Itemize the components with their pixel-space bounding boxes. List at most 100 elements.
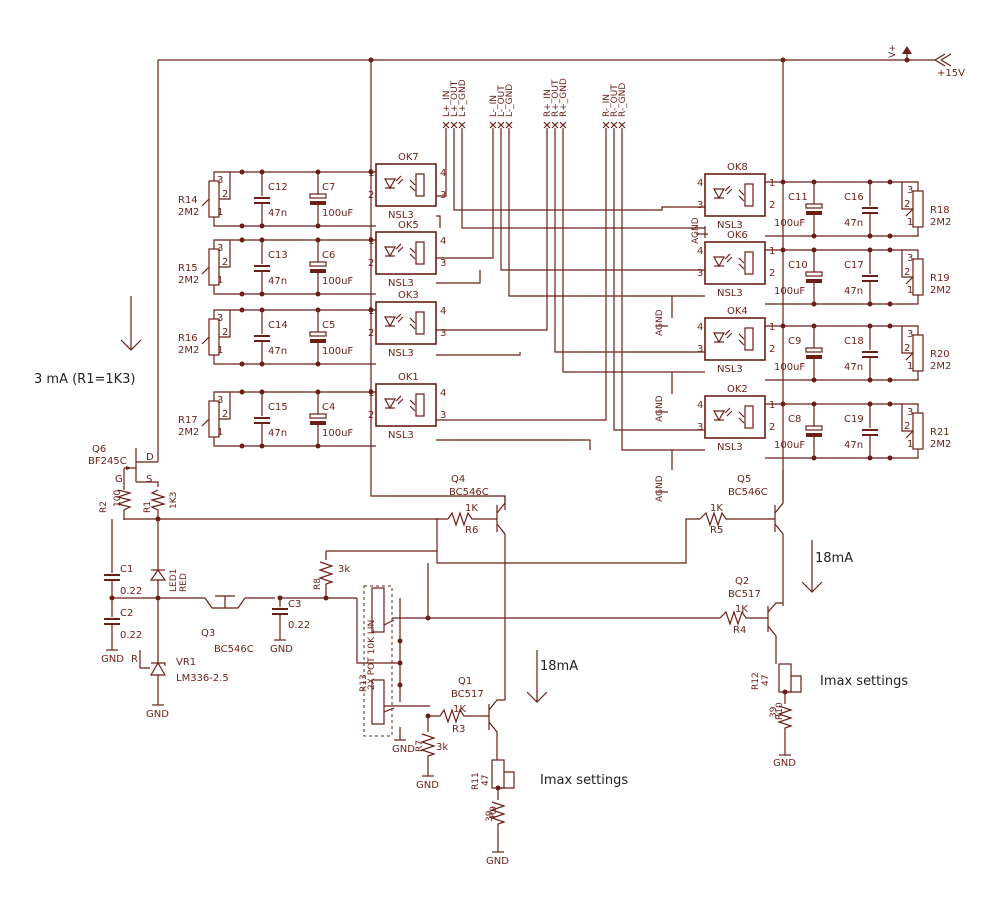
opto-type: NSL3 (388, 210, 414, 221)
cap-name: C16 (844, 192, 864, 203)
connector-label: L-_IN (489, 95, 499, 117)
pin: 3 (697, 344, 703, 355)
vr1-label: VR1 (176, 657, 196, 668)
imax-settings-left: Imax settings (540, 773, 628, 788)
pin: 3 (440, 328, 446, 339)
pin: 1 (907, 361, 913, 372)
q6-type: BF245C (88, 456, 127, 467)
led1-label: LED1 (169, 569, 179, 592)
pot-name: R16 (178, 333, 198, 344)
r13-dual-pot (356, 563, 720, 741)
r8-label: R8 (313, 578, 323, 590)
cap-name: C9 (788, 336, 801, 347)
cap-value: 47n (844, 362, 863, 373)
r12-value: 47 (761, 675, 771, 686)
pin: 3 (907, 329, 913, 340)
r10-value: 39 (769, 706, 779, 718)
cap-value: 100uF (774, 286, 805, 297)
agnd-label-1: AGND (691, 217, 708, 244)
opto-name: OK1 (398, 372, 419, 383)
cap-value: 47n (844, 218, 863, 229)
opto-name: OK7 (398, 152, 419, 163)
pin: 2 (769, 200, 775, 211)
pin: 4 (440, 236, 446, 247)
pot-value: 2M2 (178, 427, 199, 438)
q1-section (420, 699, 515, 853)
pin: 4 (440, 168, 446, 179)
cap-value: 100uF (774, 440, 805, 451)
pot-name: R19 (930, 273, 950, 284)
led-icon (712, 256, 726, 268)
current-18ma-right: 18mA (815, 551, 853, 566)
pin: 1 (217, 207, 223, 218)
pin: 4 (697, 246, 703, 257)
opto-body (704, 173, 766, 217)
opto-body (375, 163, 437, 207)
r1-value: 1K3 (169, 492, 179, 509)
q6-jfet (123, 448, 158, 482)
pot-name: R15 (178, 263, 198, 274)
opto-type: NSL3 (717, 364, 743, 375)
pin: 1 (769, 178, 775, 189)
q2-label: Q2 (735, 576, 749, 587)
cap-name: C6 (322, 250, 335, 261)
led-icon (383, 398, 397, 410)
opto-body (704, 241, 766, 285)
pin: 3 (217, 313, 223, 324)
right-opto-bank: R182M2321C1647nC11100uFOK8NSL34312R192M2… (655, 162, 951, 502)
electrolytic-icon (805, 203, 823, 209)
trimpot-body (912, 190, 924, 228)
pot-name: R14 (178, 195, 198, 206)
pin: 4 (697, 400, 703, 411)
trimpot-body (912, 412, 924, 450)
connector-label: R+_OUT (551, 79, 561, 117)
r11-label: R11 (471, 772, 481, 790)
agnd-label-2: AGND (655, 309, 668, 336)
pin: 3 (907, 407, 913, 418)
pin: 4 (697, 322, 703, 333)
electrolytic-icon (805, 271, 823, 277)
r10-label: R10 (775, 702, 785, 720)
q5-type: BC546C (728, 487, 768, 498)
r11-value: 47 (481, 775, 491, 786)
q1-label: Q1 (458, 676, 472, 687)
q2-type: BC517 (728, 589, 761, 600)
r9-gnd: GND (486, 856, 509, 867)
opto-name: OK5 (398, 220, 419, 231)
pot-value: 2M2 (178, 275, 199, 286)
r7-value: 3k (436, 742, 448, 753)
q4-type: BC546C (449, 487, 489, 498)
pin: 1 (368, 168, 374, 179)
power-rail (157, 46, 952, 500)
opto-name: OK6 (727, 230, 748, 241)
opto-type: NSL3 (388, 430, 414, 441)
ldr-icon (415, 241, 425, 265)
cap-name: C13 (268, 250, 288, 261)
ldr-icon (744, 327, 754, 351)
cap-value: 100uF (774, 218, 805, 229)
pot-name: R18 (930, 205, 950, 216)
current-arrows (120, 296, 823, 703)
signal-wires (436, 128, 706, 470)
electrolytic-icon (309, 261, 327, 267)
agnd-label-3: AGND (655, 395, 668, 422)
agnd-label-2-text: AGND (655, 309, 665, 336)
q6-pin-d: D (146, 452, 154, 463)
c2-label: C2 (120, 608, 133, 619)
pin: 3 (907, 185, 913, 196)
cap-name: C8 (788, 414, 801, 425)
pin: 1 (769, 246, 775, 257)
r6-value: 1K (465, 503, 478, 514)
opto-name: OK3 (398, 290, 419, 301)
c2-value: 0.22 (120, 630, 142, 641)
cap-name: C19 (844, 414, 864, 425)
pin: 4 (440, 306, 446, 317)
